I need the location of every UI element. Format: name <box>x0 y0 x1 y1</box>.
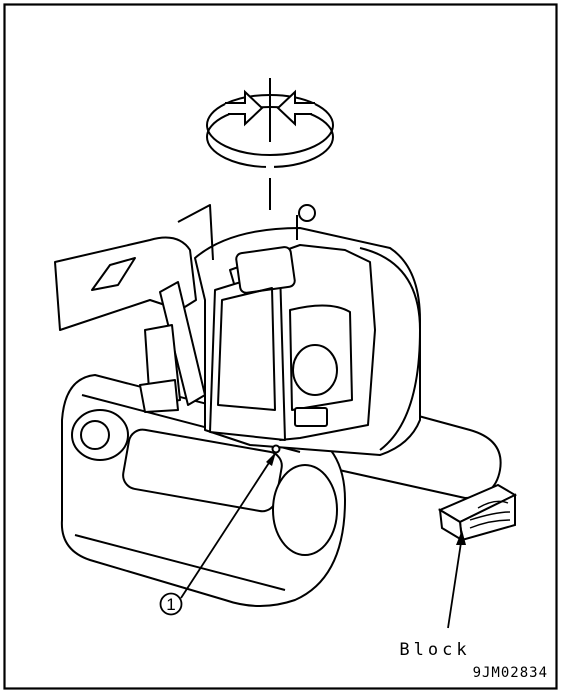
figure-code: 9JM02834 <box>473 665 548 681</box>
rotation-arrows-icon <box>207 78 333 210</box>
block-callout <box>448 530 466 628</box>
excavator-illustration <box>55 205 501 606</box>
callout-number: 1 <box>166 595 175 614</box>
door-lock-point <box>273 446 280 453</box>
block-label: Block <box>399 640 470 660</box>
